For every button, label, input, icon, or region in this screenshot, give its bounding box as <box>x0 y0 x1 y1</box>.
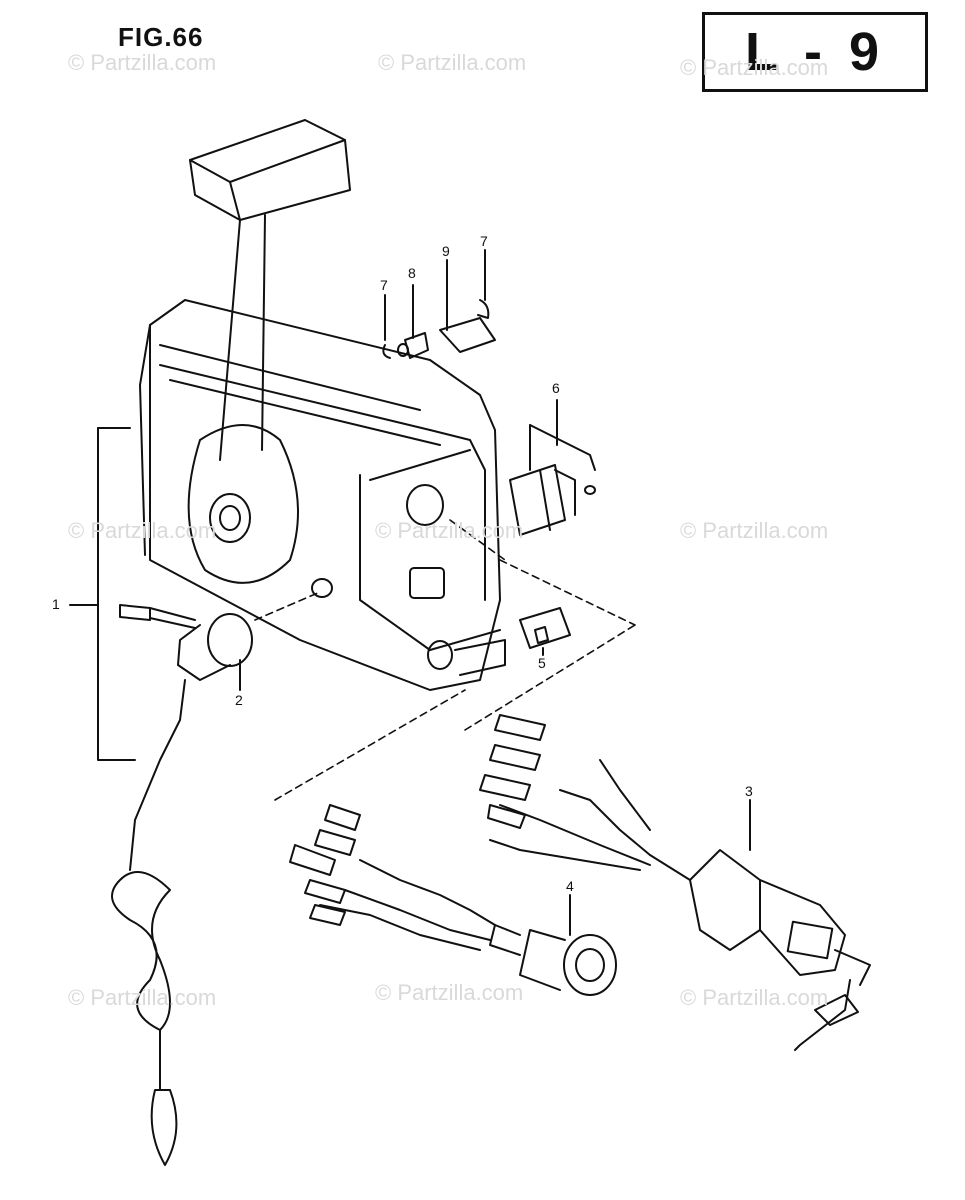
callout-6: 6 <box>552 380 560 396</box>
control-lever <box>187 119 351 584</box>
part-4-connector <box>289 804 617 996</box>
control-box-housing <box>139 299 506 691</box>
callout-4: 4 <box>566 878 574 894</box>
watermark: © Partzilla.com <box>378 50 527 75</box>
page-code: L - 9 <box>744 22 886 82</box>
watermark: © Partzilla.com <box>68 50 217 75</box>
part-2-lanyard-cord <box>111 679 186 1166</box>
leader-lines <box>69 249 751 936</box>
callout-8: 8 <box>408 265 416 281</box>
part-5-plate <box>519 607 571 649</box>
callout-5: 5 <box>538 655 546 671</box>
callout-7: 7 <box>380 277 388 293</box>
watermark: © Partzilla.com <box>680 985 829 1010</box>
callout-9: 9 <box>442 243 450 259</box>
watermark: © Partzilla.com <box>68 518 217 543</box>
figure-title: FIG.66 <box>118 22 204 52</box>
part-3-key-switch <box>479 714 871 1051</box>
callout-3: 3 <box>745 783 753 799</box>
watermark: © Partzilla.com <box>680 55 829 80</box>
callout-7: 7 <box>480 233 488 249</box>
watermark: © Partzilla.com <box>375 518 524 543</box>
watermark: © Partzilla.com <box>68 985 217 1010</box>
callout-2: 2 <box>235 692 243 708</box>
parts-7-8-9 <box>382 299 496 359</box>
watermark: © Partzilla.com <box>680 518 829 543</box>
dashed-guides <box>254 519 636 801</box>
page-code-box: L - 9 <box>702 12 928 92</box>
part-6-bracket <box>509 424 596 536</box>
callout-1: 1 <box>52 596 60 612</box>
watermark: © Partzilla.com <box>375 980 524 1005</box>
part-2-switch <box>119 604 253 681</box>
